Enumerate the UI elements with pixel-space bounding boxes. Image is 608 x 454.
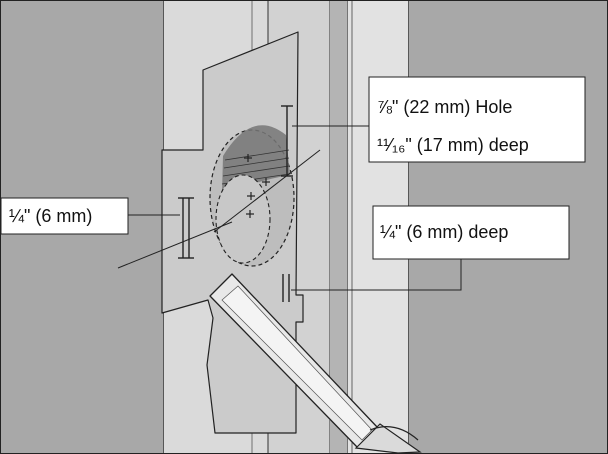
right-depth-mark (282, 274, 290, 302)
right-depth-callout: ¼" (6 mm) deep (372, 205, 570, 260)
hole-mark-bracket (281, 105, 293, 177)
chisel-icon (209, 273, 422, 454)
center-marks (244, 154, 270, 218)
inner-hole-outline (215, 174, 271, 264)
left-guide-line (117, 221, 233, 269)
leader-lines (128, 125, 462, 291)
left-depth-marks (178, 197, 194, 259)
guide-line (213, 149, 321, 233)
hole-callout-line1: ⅞" (22 mm) Hole (377, 97, 512, 117)
left-depth-callout: ¼" (6 mm) (0, 197, 129, 235)
hole-callout-line2: ¹¹⁄₁₆" (17 mm) deep (377, 135, 529, 155)
hole-callout: ⅞" (22 mm) Hole ¹¹⁄₁₆" (17 mm) deep (368, 76, 586, 163)
jamb (330, 1, 348, 453)
right-depth-callout-text: ¼" (6 mm) deep (380, 222, 508, 242)
left-depth-callout-text: ¼" (6 mm) (9, 206, 92, 226)
